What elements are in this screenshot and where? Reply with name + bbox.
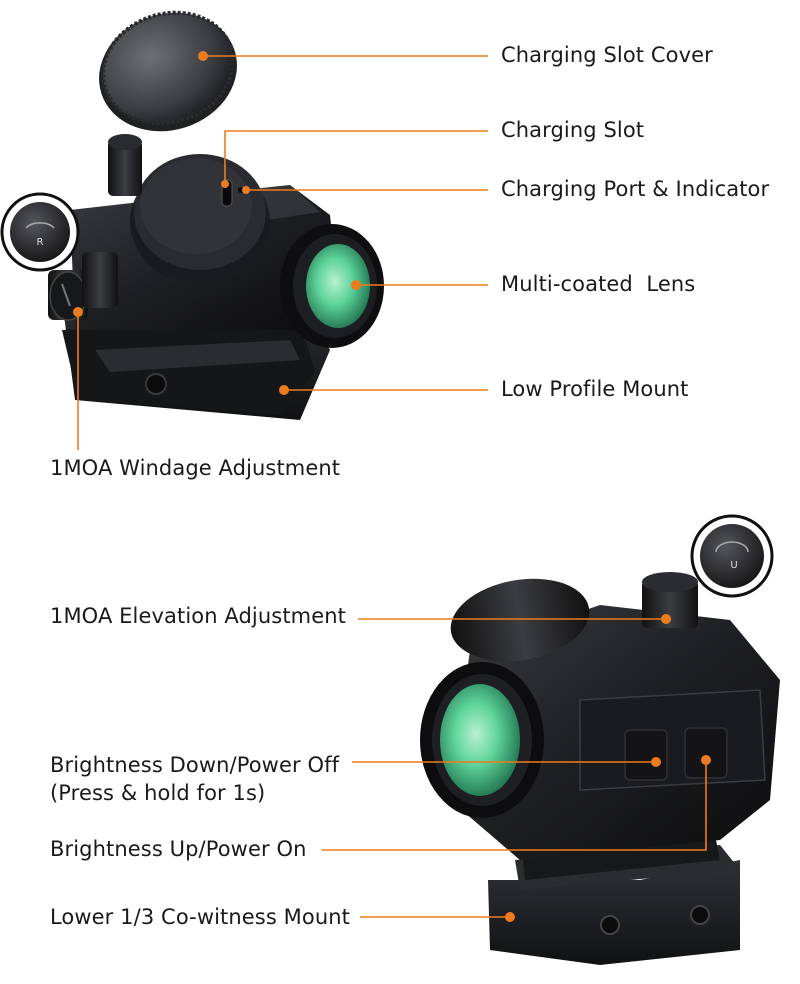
callout-dot-low-profile-mount [279,385,289,395]
callout-dots [73,51,711,922]
callout-dot-lens [351,280,361,290]
label-brightness-down-line2: (Press & hold for 1s) [50,781,266,805]
label-charging-slot: Charging Slot [501,118,645,142]
callout-dot-charging-port [242,186,250,194]
callout-dot-brightness-up [701,755,711,765]
callout-dot-charging-slot-cover [198,51,208,61]
callout-dot-brightness-down [651,757,661,767]
callout-line-brightness-up [322,760,707,851]
callout-dot-co-witness [505,912,515,922]
callout-dot-charging-slot [221,180,229,188]
charging-slot-cover-art [99,10,237,132]
label-brightness-down-line1: Brightness Down/Power Off [50,753,340,777]
label-brightness-down: Brightness Down/Power Off (Press & hold … [50,751,339,807]
label-co-witness-mount: Lower 1/3 Co-witness Mount [50,905,350,929]
label-multi-coated-lens: Multi-coated Lens [501,272,696,296]
label-charging-port-indicator: Charging Port & Indicator [501,177,770,201]
label-brightness-up: Brightness Up/Power On [50,837,307,861]
callout-dot-elevation [661,614,671,624]
bottom-red-dot-sight: U [420,514,780,965]
callout-dot-windage [73,307,83,317]
label-elevation-adjustment: 1MOA Elevation Adjustment [50,604,346,628]
callout-lines [77,55,707,918]
elevation-cap-letter: U [730,560,737,571]
label-low-profile-mount: Low Profile Mount [501,377,689,401]
callout-line-charging-slot [224,130,488,182]
elevation-turret-cap-inset: U [690,514,774,598]
label-windage-adjustment: 1MOA Windage Adjustment [50,456,341,480]
windage-cap-letter: R [37,237,44,248]
windage-turret-cap-inset: R [0,192,80,272]
top-red-dot-sight: R [0,10,384,420]
label-charging-slot-cover: Charging Slot Cover [501,43,713,67]
